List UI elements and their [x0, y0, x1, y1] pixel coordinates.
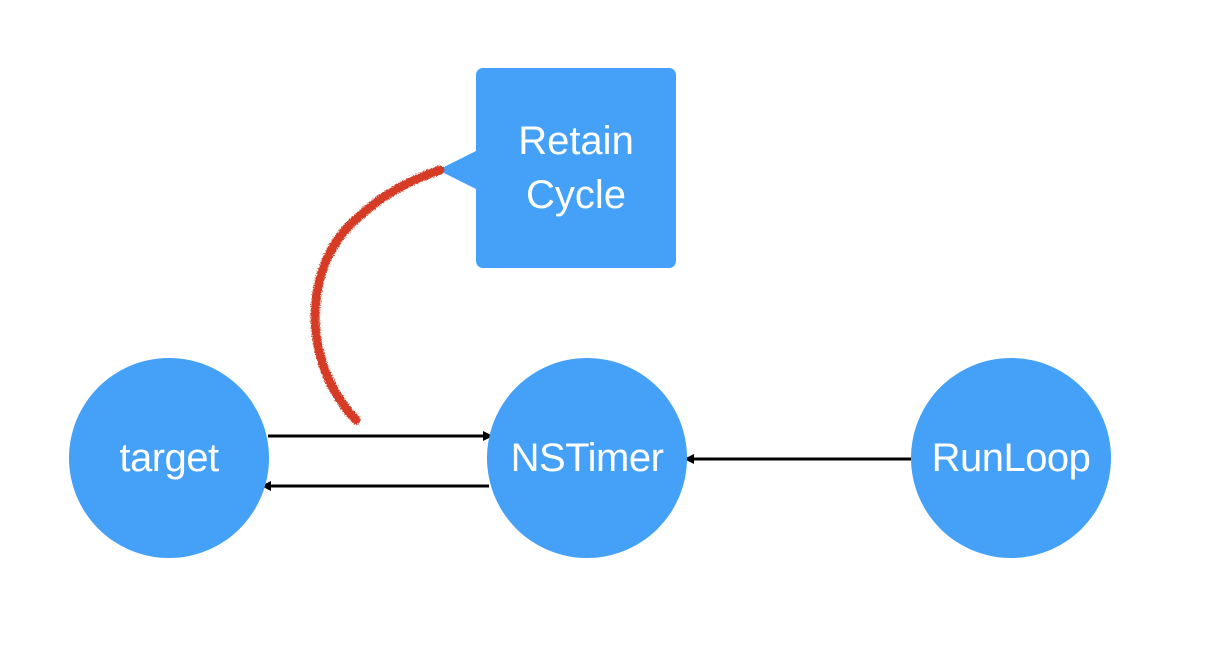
- node-target: target: [69, 358, 269, 558]
- callout-line-2: Cycle: [525, 173, 627, 217]
- retain-cycle-callout: Retain Cycle: [476, 68, 676, 268]
- callout-pointer: [438, 150, 478, 190]
- node-runloop-label: RunLoop: [931, 435, 1091, 480]
- node-runloop: RunLoop: [911, 358, 1111, 558]
- node-nstimer: NSTimer: [487, 358, 687, 558]
- retain-cycle-scribble: [310, 165, 445, 425]
- node-target-label: target: [119, 435, 219, 480]
- callout-line-1: Retain: [518, 119, 634, 163]
- node-nstimer-label: NSTimer: [510, 435, 664, 480]
